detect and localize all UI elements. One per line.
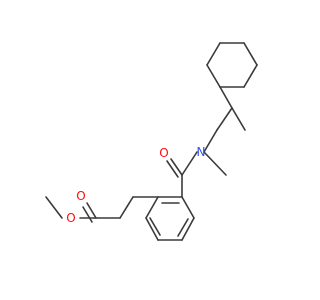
amide-oxygen-label: O <box>159 146 168 160</box>
benzene-ring <box>145 174 195 241</box>
cyclohexyl-ring <box>206 42 258 88</box>
propanoate-chain <box>95 196 159 219</box>
alkyl-chain <box>203 86 246 153</box>
ester-group <box>45 196 97 223</box>
chemical-structure-diagram: O N O O <box>45 42 258 241</box>
ester-carbonyl-oxygen-label: O <box>76 189 85 203</box>
amide-nitrogen-label: N <box>197 145 206 159</box>
n-methyl-bond <box>203 151 227 176</box>
ester-oxygen-label: O <box>66 211 75 225</box>
amide-group <box>166 151 198 178</box>
